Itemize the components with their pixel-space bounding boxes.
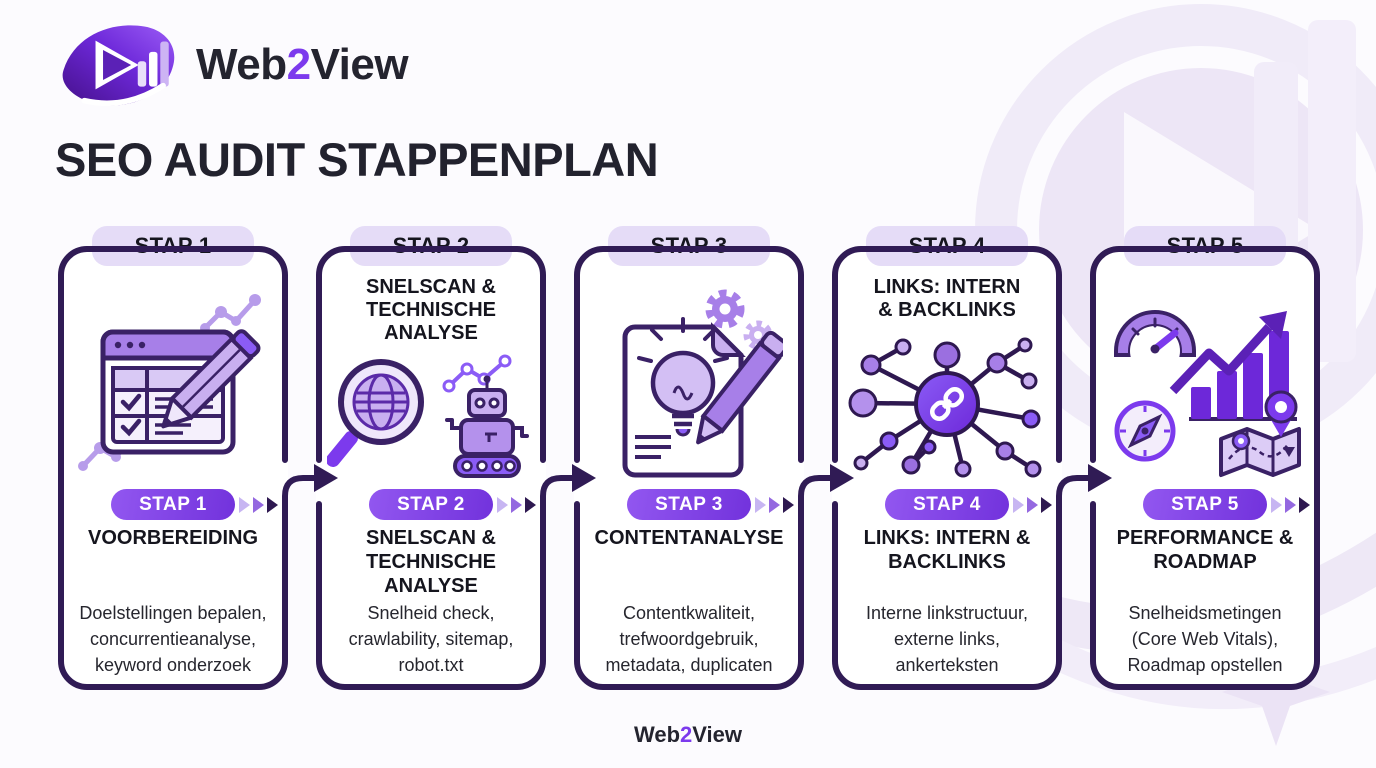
web2view-logo-icon [62,25,175,107]
step-card-3: STAP 3 [574,226,804,690]
step-title: CONTENTANALYSE [594,527,784,549]
step-pill: STAP 3 [627,489,751,520]
triple-chevron-icon [239,497,278,513]
step-card-5: STAP 5 [1090,226,1320,690]
step-badge: STAP 3 [608,226,770,266]
step-card-1: STAP 1 [58,226,288,690]
browser-checklist-pencil-icon [75,276,271,489]
step-title: PERFORMANCE & ROADMAP [1116,527,1294,573]
step-badge: STAP 5 [1124,226,1286,266]
link-network-icon [845,322,1049,489]
brand-name: Web2View [196,40,409,89]
step-badge: STAP 2 [350,226,512,266]
step-description: Interne linkstructuur, externe links, an… [865,603,1029,675]
magnifier-globe-robot-icon [327,345,535,489]
step-pill: STAP 2 [369,489,493,520]
triple-chevron-icon [1271,497,1310,513]
step-pre-title: SNELSCAN & TECHNISCHE ANALYSE [365,276,496,344]
step-title: LINKS: INTERN & BACKLINKS [863,527,1031,573]
page-title: SEO AUDIT STAPPENPLAN [55,133,659,186]
step-description: Snelheid check, crawlability, sitemap, r… [348,603,514,675]
step-pill: STAP 5 [1143,489,1267,520]
step-pill: STAP 4 [885,489,1009,520]
step-description: Doelstellingen bepalen, concurrentieanal… [79,603,267,675]
header-logo: Web2View [58,18,409,112]
step-title: VOORBEREIDING [87,527,259,549]
step-pre-title: LINKS: INTERN & BACKLINKS [873,276,1021,321]
triple-chevron-icon [755,497,794,513]
step-pill: STAP 1 [111,489,235,520]
document-lightbulb-pen-icon [595,276,783,489]
footer-brand: Web2View [633,722,743,747]
step-description: Contentkwaliteit, trefwoordgebruik, meta… [605,603,773,675]
step-description: Snelheidsmetingen (Core Web Vitals), Roa… [1127,603,1283,675]
triple-chevron-icon [1013,497,1052,513]
step-badge: STAP 4 [866,226,1028,266]
triple-chevron-icon [497,497,536,513]
step-title: SNELSCAN & TECHNISCHE ANALYSE [365,527,496,597]
step-card-4: STAP 4 LINKS: INTERN & BACKLINKS [832,226,1062,690]
step-card-2: STAP 2 SNELSCAN & TECHNISCHE ANALYSE [316,226,546,690]
step-badge: STAP 1 [92,226,254,266]
speedometer-chart-compass-map-icon [1103,276,1307,489]
